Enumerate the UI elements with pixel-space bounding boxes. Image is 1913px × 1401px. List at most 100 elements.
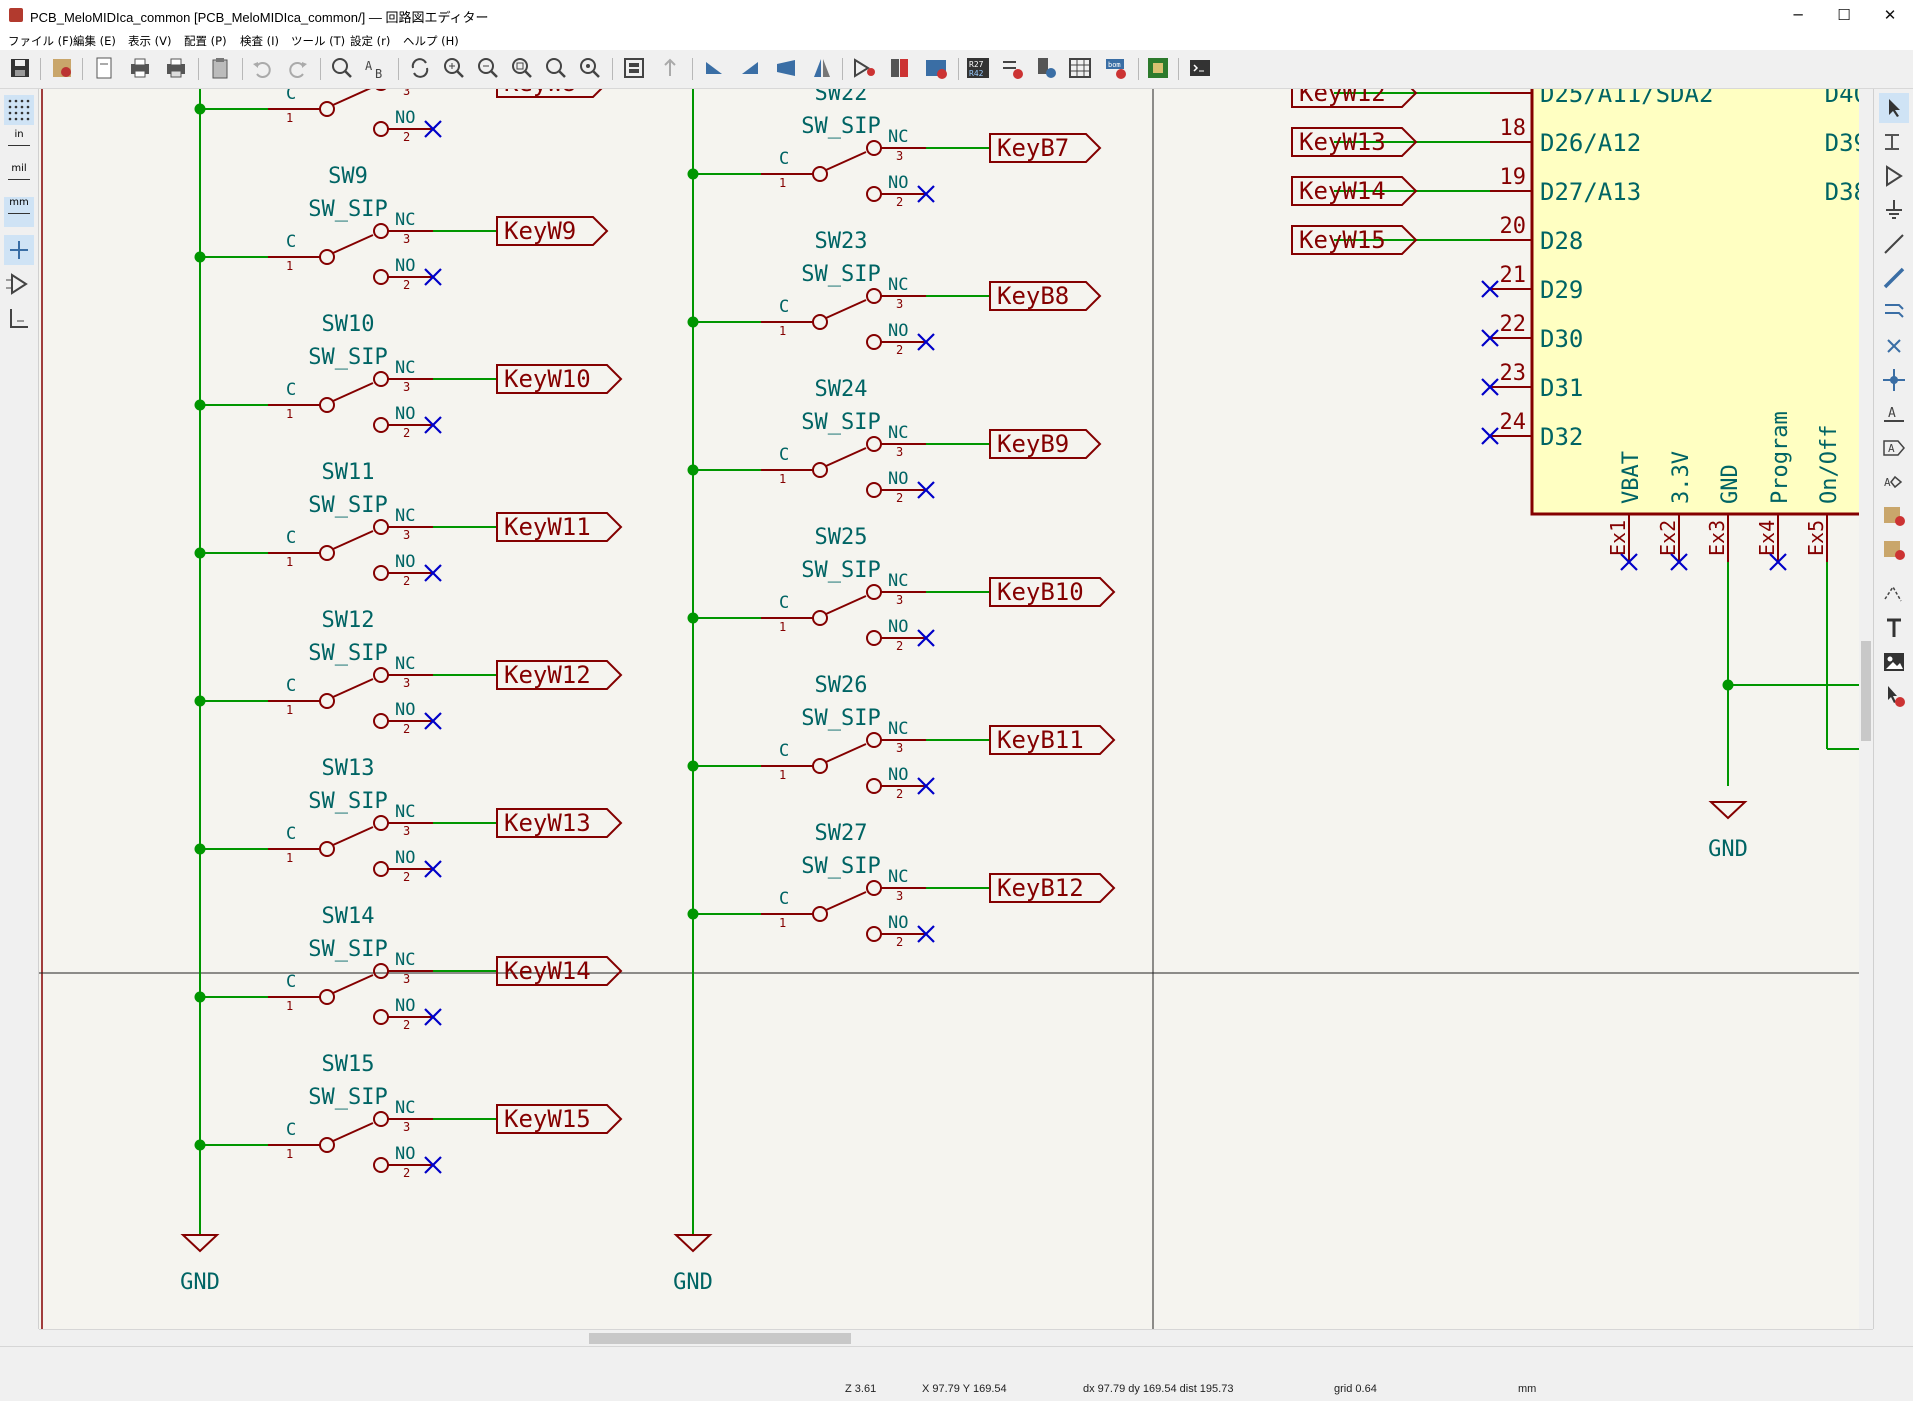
minimize-button[interactable]: ─ bbox=[1793, 6, 1803, 24]
switch-pin-name-no: NO bbox=[395, 552, 415, 572]
horizontal-scrollbar[interactable] bbox=[39, 1329, 1873, 1346]
switch-pin-name-nc: NC bbox=[395, 802, 415, 822]
zoom-in-icon[interactable] bbox=[440, 54, 468, 82]
refresh-icon[interactable] bbox=[406, 54, 434, 82]
delete-tool-icon[interactable] bbox=[1879, 681, 1909, 711]
bom-icon[interactable]: bom bbox=[1102, 54, 1130, 82]
mcu-pin-number-bottom: Ex3 bbox=[1705, 520, 1729, 556]
add-wire-icon[interactable] bbox=[1879, 229, 1909, 259]
switch-contact-nc bbox=[373, 667, 389, 683]
menu-view[interactable]: 表示 (V) bbox=[128, 34, 172, 48]
switch-pin-name-no: NO bbox=[395, 256, 415, 276]
add-symbol-icon[interactable] bbox=[1879, 161, 1909, 191]
add-junction-icon[interactable] bbox=[1879, 365, 1909, 395]
page-settings-icon[interactable] bbox=[90, 54, 118, 82]
horizontal-scroll-thumb[interactable] bbox=[589, 1333, 851, 1344]
switch-contact bbox=[319, 841, 335, 857]
switch-pin-number: 2 bbox=[403, 130, 410, 144]
redo-icon[interactable] bbox=[284, 54, 312, 82]
junction-dot bbox=[194, 547, 206, 559]
find-icon[interactable] bbox=[328, 54, 356, 82]
import-sheet-pin-icon[interactable] bbox=[1879, 535, 1909, 565]
no-connect-flag bbox=[424, 416, 442, 434]
add-power-icon[interactable] bbox=[1879, 195, 1909, 225]
hierarchy-navigator-icon[interactable] bbox=[620, 54, 648, 82]
switch-pin-name-no: NO bbox=[395, 700, 415, 720]
schematic-setup-icon[interactable] bbox=[48, 54, 76, 82]
close-button[interactable]: ✕ bbox=[1883, 6, 1897, 24]
switch-reference: SW24 bbox=[815, 377, 868, 402]
assign-footprints-icon[interactable] bbox=[1032, 54, 1060, 82]
undo-icon[interactable] bbox=[248, 54, 276, 82]
switch-lever bbox=[825, 743, 867, 763]
add-global-label-icon[interactable]: A bbox=[1879, 433, 1909, 463]
global-label-text: KeyW9 bbox=[504, 217, 576, 245]
unit-inches-button[interactable]: in bbox=[4, 129, 34, 159]
menu-place[interactable]: 配置 (P) bbox=[184, 34, 227, 48]
save-icon[interactable] bbox=[6, 54, 34, 82]
switch-pin-name-no: NO bbox=[888, 321, 908, 341]
mirror-vertical-icon[interactable] bbox=[772, 54, 800, 82]
menu-file[interactable]: ファイル (F) bbox=[8, 34, 74, 48]
pcb-editor-icon[interactable] bbox=[1144, 54, 1172, 82]
rotate-ccw-icon[interactable] bbox=[700, 54, 728, 82]
menu-help[interactable]: ヘルプ (H) bbox=[403, 34, 459, 48]
annotate-icon[interactable] bbox=[922, 54, 950, 82]
menu-inspect[interactable]: 検査 (I) bbox=[240, 34, 280, 48]
scripting-console-icon[interactable] bbox=[1186, 54, 1214, 82]
add-sheet-icon[interactable] bbox=[1879, 501, 1909, 531]
add-text-icon[interactable] bbox=[1879, 613, 1909, 643]
zoom-out-icon[interactable] bbox=[474, 54, 502, 82]
add-bus-icon[interactable] bbox=[1879, 263, 1909, 293]
add-label-icon[interactable]: A bbox=[1879, 399, 1909, 429]
menu-settings[interactable]: 設定 (r) bbox=[350, 34, 391, 48]
switch-contact-nc bbox=[373, 963, 389, 979]
svg-text:A: A bbox=[1888, 442, 1895, 455]
menu-tools[interactable]: ツール (T) bbox=[291, 34, 346, 48]
highlight-net-icon[interactable] bbox=[1879, 127, 1909, 157]
cursor-style-icon[interactable] bbox=[4, 235, 34, 265]
svg-text:B: B bbox=[375, 67, 382, 81]
menu-bar: ファイル (F) 編集 (E) 表示 (V) 配置 (P) 検査 (I) ツール… bbox=[0, 30, 1913, 50]
erc-icon[interactable] bbox=[998, 54, 1026, 82]
print-icon[interactable] bbox=[126, 54, 154, 82]
zoom-selection-icon[interactable] bbox=[576, 54, 604, 82]
gnd-label: GND bbox=[180, 1270, 220, 1295]
unit-mm-button[interactable]: mm bbox=[4, 197, 34, 227]
zoom-fit-icon[interactable] bbox=[508, 54, 536, 82]
line-mode-icon[interactable] bbox=[4, 303, 34, 333]
grid-toggle-icon[interactable] bbox=[4, 95, 34, 125]
find-replace-icon[interactable]: AB bbox=[362, 54, 390, 82]
hidden-pins-icon[interactable] bbox=[4, 269, 34, 299]
switch-pin-name-c: C bbox=[286, 1120, 296, 1140]
menu-edit[interactable]: 編集 (E) bbox=[73, 34, 116, 48]
global-label-text: KeyB9 bbox=[997, 430, 1069, 458]
schematic-canvas[interactable]: C1NC3KeyW8NO2C1NC3KeyW9NO2SW9SW_SIPC1NC3… bbox=[39, 62, 1874, 1329]
add-hierarchical-label-icon[interactable]: A bbox=[1879, 467, 1909, 497]
add-bus-entry-icon[interactable] bbox=[1879, 297, 1909, 327]
leave-sheet-icon[interactable] bbox=[656, 54, 684, 82]
schematic-drawing[interactable]: C1NC3KeyW8NO2C1NC3KeyW9NO2SW9SW_SIPC1NC3… bbox=[39, 62, 1874, 1329]
plot-icon[interactable] bbox=[162, 54, 190, 82]
add-graphic-line-icon[interactable] bbox=[1879, 579, 1909, 609]
symbol-fields-table-icon[interactable] bbox=[1066, 54, 1094, 82]
mirror-horizontal-icon[interactable] bbox=[808, 54, 836, 82]
add-no-connect-icon[interactable] bbox=[1879, 331, 1909, 361]
vertical-scroll-thumb[interactable] bbox=[1861, 641, 1871, 741]
global-label-shape bbox=[496, 216, 609, 246]
vertical-scrollbar[interactable] bbox=[1859, 89, 1873, 1329]
symbol-library-browser-icon[interactable] bbox=[886, 54, 914, 82]
switch-reference: SW26 bbox=[815, 673, 868, 698]
switch-pin-name-nc: NC bbox=[395, 506, 415, 526]
add-image-icon[interactable] bbox=[1879, 647, 1909, 677]
paste-icon[interactable] bbox=[206, 54, 234, 82]
mcu-pin-name-bottom: Program bbox=[1768, 411, 1793, 504]
symbol-editor-icon[interactable] bbox=[850, 54, 878, 82]
zoom-objects-icon[interactable] bbox=[542, 54, 570, 82]
rotate-cw-icon[interactable] bbox=[736, 54, 764, 82]
select-icon[interactable] bbox=[1879, 93, 1909, 123]
switch-reference: SW23 bbox=[815, 229, 868, 254]
maximize-button[interactable]: ☐ bbox=[1837, 6, 1851, 24]
unit-mils-button[interactable]: mil bbox=[4, 163, 34, 193]
